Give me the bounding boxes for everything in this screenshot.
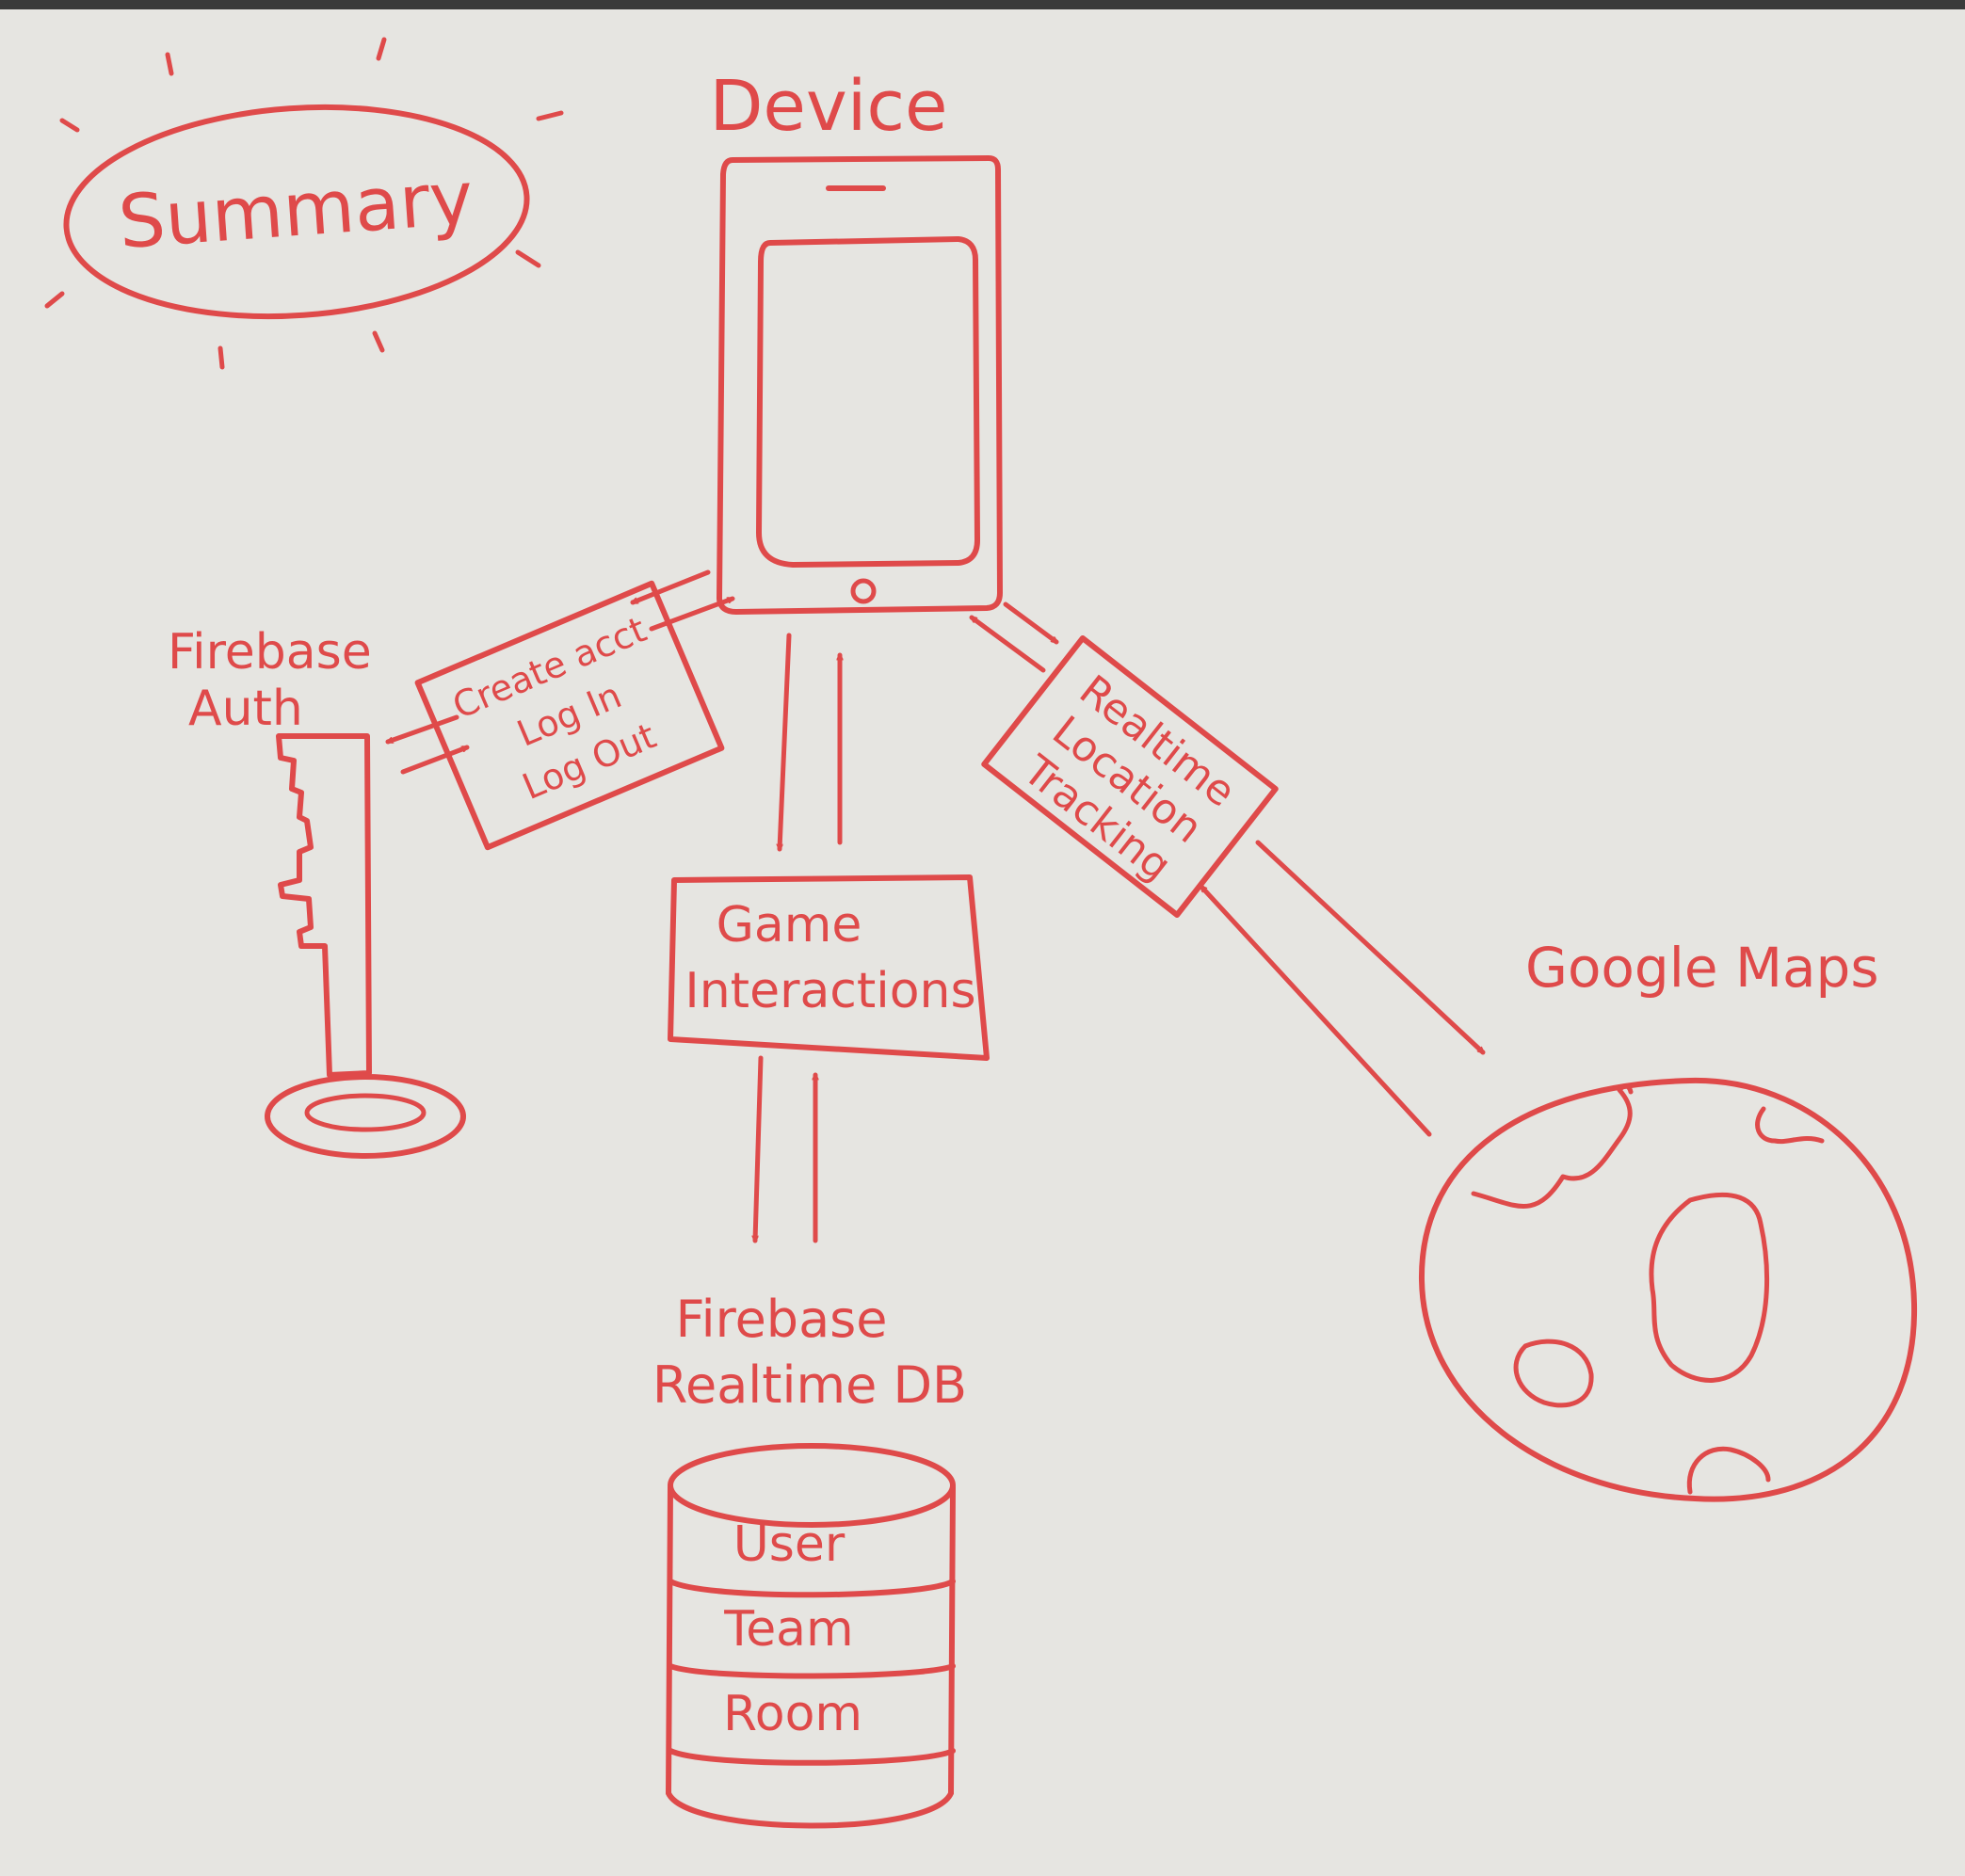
db-table-team: Team: [723, 1601, 853, 1658]
google-maps-node: Google Maps: [1418, 936, 1918, 1502]
summary-title: Summary: [116, 156, 475, 265]
firebase-auth-label-line1: Firebase: [168, 624, 372, 681]
arrow-key-to-auth: [400, 745, 467, 775]
arrow-game-to-db: [755, 1055, 764, 1243]
db-table-room: Room: [723, 1686, 862, 1742]
summary-bubble: Summary: [44, 37, 564, 370]
game-interactions-line1: Game: [717, 897, 862, 954]
phone-icon: [717, 155, 1003, 615]
db-table-user: User: [733, 1516, 846, 1573]
location-tracking-box: Realtime Location Tracking: [981, 634, 1279, 919]
game-interactions-box: Game Interactions: [668, 874, 990, 1061]
arrow-auth-to-device: [649, 596, 733, 632]
connector-arrows: [385, 569, 1486, 1243]
sparkle-icon: [44, 37, 564, 370]
google-maps-label: Google Maps: [1525, 936, 1879, 1000]
device-label: Device: [709, 66, 947, 147]
arrow-maps-to-location: [1199, 884, 1432, 1137]
arrow-location-to-maps: [1255, 840, 1486, 1055]
globe-icon: [1418, 1077, 1918, 1502]
device-node: Device: [709, 66, 1003, 615]
firebase-auth-label-line2: Auth: [188, 681, 303, 737]
realtime-db-node: Firebase Realtime DB User Team Room: [652, 1290, 967, 1829]
arrow-location-to-device: [969, 615, 1046, 673]
arrow-device-to-auth: [633, 569, 711, 605]
firebase-auth-node: Firebase Auth: [168, 624, 466, 1159]
realtime-db-label-line2: Realtime DB: [652, 1355, 967, 1415]
auth-actions-box: Create acct Log In Log Out: [414, 580, 725, 851]
arrow-device-to-game: [780, 633, 792, 852]
realtime-db-label-line1: Firebase: [675, 1290, 887, 1349]
arrow-auth-to-key: [385, 714, 459, 745]
board-frame: [0, 0, 1965, 9]
game-interactions-line2: Interactions: [685, 963, 975, 1019]
key-icon: [265, 733, 466, 1159]
database-icon: [666, 1443, 956, 1829]
arrow-device-to-location: [1003, 601, 1059, 645]
